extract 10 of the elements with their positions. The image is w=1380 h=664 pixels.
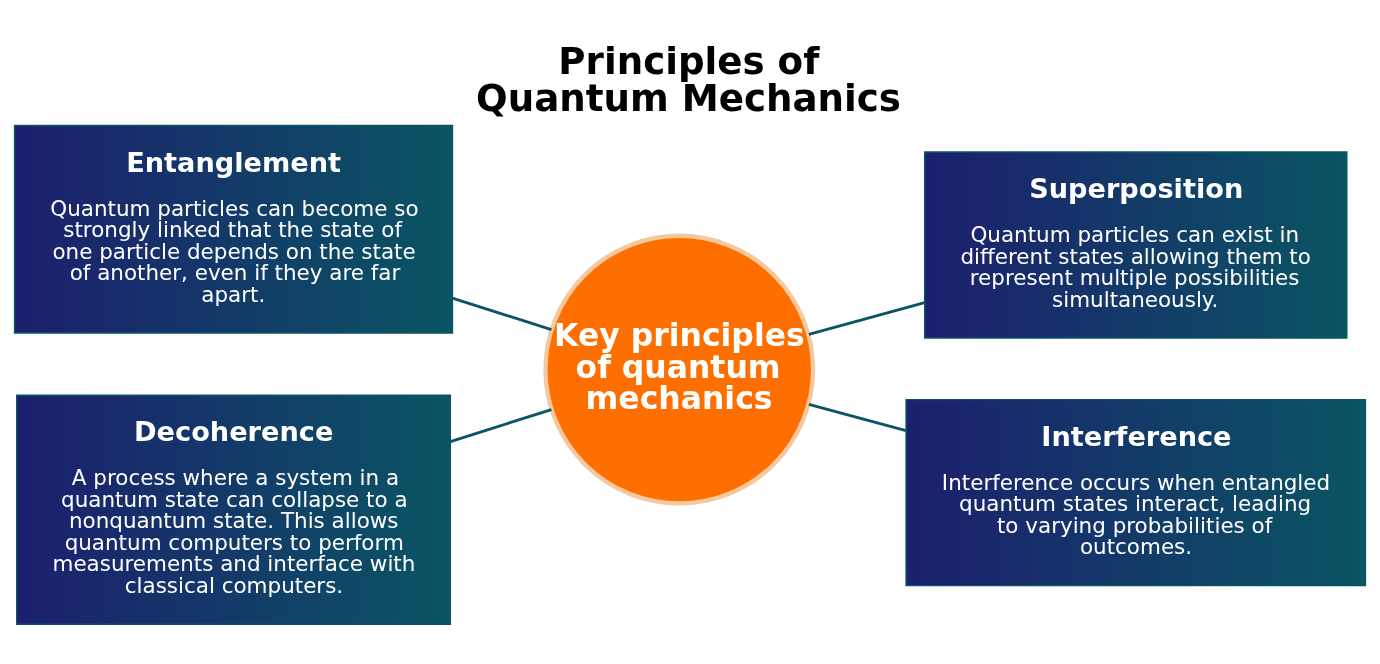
node-box: Entanglement Quantum particles can become so strongly linked that the state of one particle depends on the state of another, even if they are far apart. [13,124,454,334]
connector [808,402,907,433]
node-box: Superposition Quantum particles can exist in different states allowing them to represent multiple possibilities simultaneously. [923,151,1348,339]
connector [450,408,552,443]
connector [808,301,925,336]
node-box: Interference Interference occurs when entangled quantum states interact, leading to varying probabilities of outcomes. [905,398,1367,587]
node-box: Decoherence A process where a system in a quantum state can collapse to a nonquantum state. This allows quantum computers to perform measurements and interface with classical computers. [16,394,452,625]
node-circle: Key principles of quantum mechanics [543,233,816,506]
diagram-title: Principles of Quantum Mechanics [476,38,901,120]
connector [452,296,552,331]
